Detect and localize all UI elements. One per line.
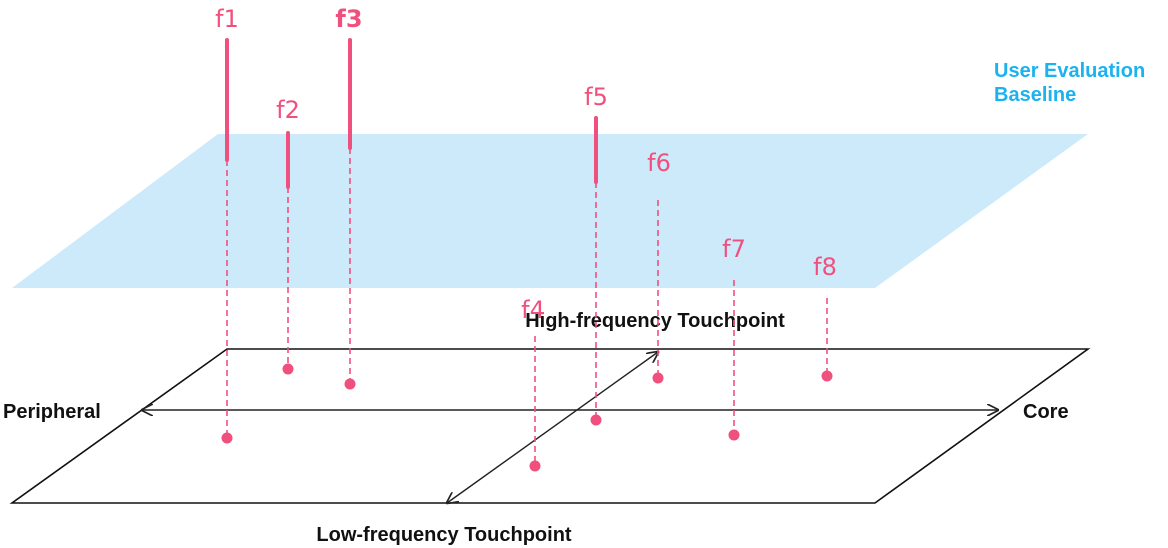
low-frequency-label: Low-frequency Touchpoint (316, 524, 572, 546)
peripheral-label: Peripheral (3, 401, 101, 423)
feature-f8-point (821, 370, 833, 382)
feature-f5-label: f5 (584, 83, 608, 111)
feature-f7-point (728, 429, 740, 441)
feature-f3-label: f3 (335, 5, 362, 33)
feature-f2-label: f2 (276, 96, 300, 124)
feature-f8: f8 (813, 253, 837, 382)
baseline-label-line2: Baseline (994, 84, 1076, 106)
feature-f6-label: f6 (647, 149, 671, 177)
touchpoint-plane (9, 348, 1091, 504)
core-label: Core (1023, 401, 1069, 423)
feature-f3-point (344, 378, 356, 390)
feature-f2-point (282, 363, 294, 375)
feature-f3: f3 (335, 5, 363, 390)
feature-f2: f2 (276, 96, 300, 375)
feature-f4-point (529, 460, 541, 472)
feature-f1-point (221, 432, 233, 444)
feature-f4: f4 (521, 296, 545, 472)
high-frequency-label: High-frequency Touchpoint (525, 310, 785, 332)
feature-f4-label: f4 (521, 296, 545, 324)
feature-f6-point (652, 372, 664, 384)
feature-f8-label: f8 (813, 253, 837, 281)
feature-f5: f5 (584, 83, 608, 426)
feature-f1-label: f1 (215, 5, 239, 33)
evaluation-baseline-plane (12, 134, 1088, 288)
feature-f5-point (590, 414, 602, 426)
frequency-axis (447, 352, 658, 503)
feature-f1: f1 (215, 5, 239, 444)
feature-f7-label: f7 (722, 235, 746, 263)
baseline-label-line1: User Evaluation (994, 60, 1145, 82)
feature-f7: f7 (722, 235, 746, 441)
feature-f6: f6 (647, 149, 671, 384)
